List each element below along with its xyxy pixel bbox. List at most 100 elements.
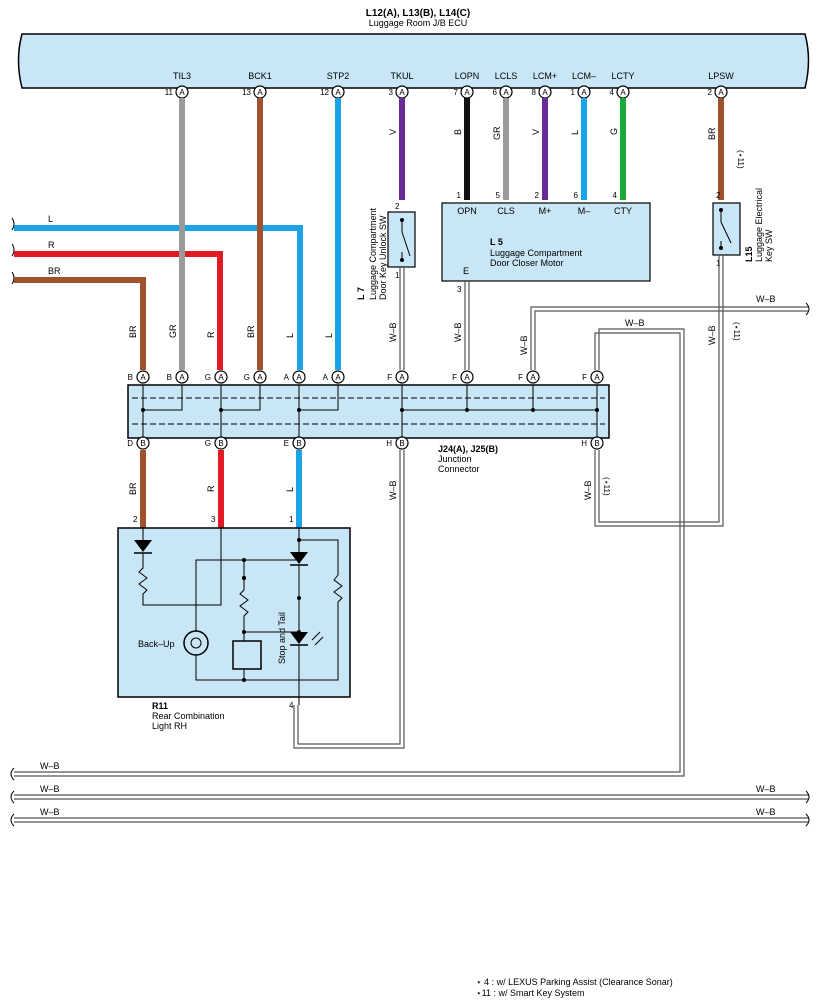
terminal-pin: 13 [242, 88, 251, 97]
terminal-name: LCTY [611, 71, 634, 81]
terminal-pin: 8 [532, 88, 537, 97]
terminal-name: TKUL [390, 71, 413, 81]
terminal-pin: 11 [165, 88, 174, 97]
key-sw-ref: L15 [744, 246, 754, 262]
terminal-conn: A [581, 88, 587, 97]
junction-pin-circle [292, 436, 306, 450]
junction-pin-conn: B [218, 439, 223, 448]
key-sw-name1: Luggage Electrical [754, 188, 764, 262]
wb-label-g5: W–B [756, 807, 776, 817]
junction-pin-letter: E [284, 439, 289, 448]
terminal-pin: 2 [708, 88, 713, 97]
junction-pin-circle [292, 370, 306, 384]
lamp-name2: Light RH [152, 721, 187, 731]
junction-pin-conn: A [179, 373, 185, 382]
terminal-conn: A [257, 88, 263, 97]
terminal-pin: 3 [389, 88, 394, 97]
motor-pin-label: CTY [614, 206, 632, 216]
ground-wires [14, 255, 808, 823]
motor-pin-label: CLS [497, 206, 515, 216]
lamp-ref: R11 [152, 701, 168, 711]
ground-wire-labels: W–B W–B W–B W–B W–B W–B (⋆11) W–B W–B (⋆… [40, 294, 776, 817]
wire-label-gr1: GR [168, 324, 178, 338]
junction-pin-circle [460, 370, 474, 384]
wb-label-keysw: W–B [707, 325, 717, 345]
junction-pin-letter: A [323, 373, 329, 382]
junction-pin-letter: A [284, 373, 290, 382]
junction-pin-letter: B [167, 373, 172, 382]
junction-name2: Connector [438, 464, 480, 474]
left-wire-r: R [48, 240, 55, 250]
wire-label-b: B [453, 129, 463, 135]
wb-label-h1: W–B [388, 480, 398, 500]
junction-pin-letter: B [128, 373, 133, 382]
backup-label: Back–Up [138, 639, 175, 649]
wire-label-l-bottom: L [285, 487, 295, 492]
wb-label-right: W–B [756, 294, 776, 304]
left-wire-br: BR [48, 266, 61, 276]
junction-name1: Junction [438, 454, 472, 464]
terminal-pin: 4 [610, 88, 615, 97]
ecu-box [17, 33, 810, 89]
junction-pin-conn: A [530, 373, 536, 382]
junction-pin-circle [590, 370, 604, 384]
left-input-wires: L R BR [11, 214, 303, 370]
wire-label-r-bottom: R [206, 485, 216, 492]
wire-label-br3: BR [707, 127, 717, 140]
wire-label-br-bottom: BR [128, 482, 138, 495]
terminal-conn: A [179, 88, 185, 97]
junction-pin-letter: H [581, 439, 587, 448]
wb-label-f3: W–B [519, 335, 529, 355]
junction-pin-conn: B [296, 439, 301, 448]
junction-pin-circle [214, 436, 228, 450]
junction-pin-letter: F [582, 373, 587, 382]
junction-pin-circle [253, 370, 267, 384]
junction-pin-circle [395, 436, 409, 450]
junction-pin-circle [590, 436, 604, 450]
lamp-pin4: 4 [289, 701, 294, 710]
junction-pin-conn: A [296, 373, 302, 382]
junction-pin-letter: G [205, 373, 211, 382]
ecu-name: Luggage Room J/B ECU [369, 18, 468, 28]
terminal-conn: A [542, 88, 548, 97]
wire-code-labels: BR GR R BR L L V B GR V L G BR (⋆11) [128, 126, 745, 338]
wire-label-br2: BR [246, 325, 256, 338]
wb-label-g3: W–B [756, 784, 776, 794]
junction-pin-conn: B [140, 439, 145, 448]
lamp-pin1: 1 [289, 515, 294, 524]
junction-pin-conn: A [335, 373, 341, 382]
wb-label-unlock: W–B [388, 322, 398, 342]
junction-pin-circle [526, 370, 540, 384]
lamp-pin2: 2 [133, 515, 138, 524]
motor-name1: Luggage Compartment [490, 248, 583, 258]
junction-pin-letter: D [127, 439, 133, 448]
motor-pin-label: OPN [457, 206, 477, 216]
ecu-terminals: TIL3A11BCK1A13STP2A12TKULA3LOPNA7LCLSA6L… [165, 71, 734, 99]
terminal-name: LCM+ [533, 71, 557, 81]
wb-label-g1: W–B [40, 761, 60, 771]
wire-label-l3: L [570, 130, 580, 135]
junction-pin-conn: B [399, 439, 404, 448]
footnote-4: ⋆ 4 : w/ LEXUS Parking Assist (Clearance… [476, 977, 673, 987]
junction-pin-circle [331, 370, 345, 384]
junction-pin-conn: A [218, 373, 224, 382]
junction-pin-conn: A [140, 373, 146, 382]
junction-pin-circle [395, 370, 409, 384]
motor-pin-number: 1 [457, 191, 462, 200]
junction-pin-circle [214, 370, 228, 384]
ecu-terminal: LCM–A1 [571, 71, 596, 99]
terminal-name: BCK1 [248, 71, 272, 81]
unlock-sw-name1: Luggage Compartment [368, 207, 378, 300]
wire-label-l2: L [324, 333, 334, 338]
junction-pin-letter: G [244, 373, 250, 382]
terminal-pin: 6 [493, 88, 498, 97]
motor-pin-number: 5 [496, 191, 501, 200]
junction-pin-conn: A [594, 373, 600, 382]
